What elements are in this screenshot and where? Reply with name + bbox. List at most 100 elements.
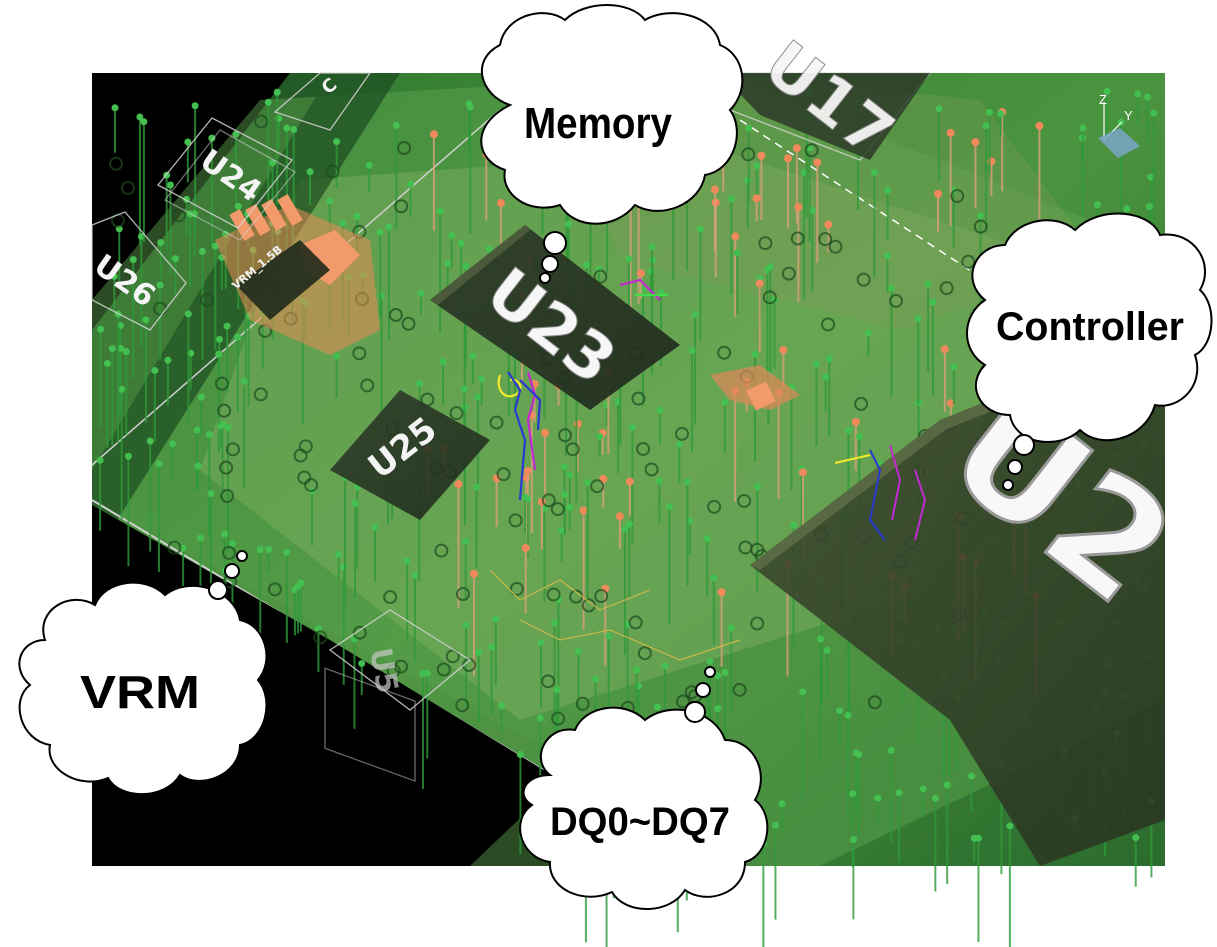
pad-ring: [325, 164, 340, 179]
via-head: [179, 544, 187, 552]
via-head: [197, 393, 205, 401]
via-head: [665, 503, 673, 511]
via-head: [653, 703, 661, 711]
pad-ring: [867, 695, 882, 710]
via-head: [784, 154, 793, 163]
pad-ring: [961, 254, 976, 269]
pad-ring: [172, 208, 187, 223]
via-head: [97, 325, 105, 333]
pad-ring: [386, 663, 401, 678]
pad-ring: [738, 540, 753, 555]
via-head: [596, 432, 604, 440]
via-head: [883, 252, 891, 260]
via-head: [122, 348, 130, 356]
pad-ring: [489, 415, 504, 430]
via-head: [219, 420, 227, 428]
via-head: [485, 245, 493, 253]
via-head: [733, 249, 741, 257]
via-head: [1079, 124, 1087, 132]
via-head: [844, 711, 852, 719]
via-head: [378, 292, 386, 300]
via-head: [855, 750, 863, 758]
callout-dq-label: DQ0~DQ7: [550, 800, 730, 844]
pad-ring: [394, 659, 409, 674]
via-head: [184, 138, 192, 146]
vrm-pads: [215, 194, 800, 411]
via-head: [151, 366, 159, 374]
via-head: [358, 659, 366, 667]
via-head: [703, 535, 711, 543]
via-head: [605, 632, 613, 640]
via-head: [140, 118, 148, 126]
via-head: [1123, 205, 1131, 213]
via-head: [625, 255, 633, 263]
via-head: [583, 261, 591, 269]
pad-ring: [434, 543, 449, 558]
via-head: [416, 380, 424, 388]
pad-ring: [508, 513, 523, 528]
via-head: [460, 385, 468, 393]
via-head: [454, 480, 463, 489]
pad-ring: [950, 189, 965, 204]
via-head: [727, 624, 735, 632]
via-head: [706, 657, 714, 665]
pad-ring: [200, 292, 215, 307]
via-head: [888, 284, 896, 292]
via-head: [96, 456, 104, 464]
via-head: [950, 363, 958, 371]
via-head: [851, 417, 860, 426]
chip-u25: [330, 390, 490, 520]
via-head: [523, 466, 532, 475]
via-head: [265, 545, 273, 553]
via-head: [683, 478, 691, 486]
via-head: [496, 199, 505, 208]
via-head: [111, 104, 119, 112]
via-head: [142, 316, 150, 324]
via-head: [813, 158, 822, 167]
pad-ring: [120, 180, 135, 195]
pad-ring: [644, 462, 659, 477]
via-head: [584, 479, 592, 487]
pad-ring: [394, 199, 409, 214]
via-head: [371, 523, 379, 531]
pad-ring: [109, 156, 124, 171]
via-head: [914, 315, 922, 323]
pad-ring: [546, 587, 561, 602]
via-head: [194, 462, 202, 470]
via-head: [215, 350, 223, 358]
via-head: [970, 834, 978, 842]
via-head: [164, 356, 172, 364]
via-head: [1134, 90, 1142, 98]
via-head: [812, 360, 820, 368]
pad-ring: [741, 147, 756, 162]
pad-ring: [888, 293, 903, 308]
via-head: [462, 621, 470, 629]
via-head: [721, 398, 729, 406]
pad-ring: [167, 540, 182, 555]
via-head: [283, 124, 291, 132]
via-head: [744, 177, 752, 185]
pad-ring: [637, 646, 652, 661]
via-head: [474, 393, 482, 401]
via-head: [205, 431, 213, 439]
via-head: [574, 648, 582, 656]
via-head: [731, 232, 740, 241]
via-head: [1094, 201, 1102, 209]
via-head: [475, 648, 483, 656]
via-head: [779, 346, 788, 355]
axis-z-label: Z: [1099, 92, 1107, 107]
via-head: [146, 437, 154, 445]
via-head: [444, 259, 452, 267]
via-head: [429, 130, 438, 139]
via-head: [755, 279, 764, 288]
via-head: [929, 298, 937, 306]
via-head: [124, 452, 132, 460]
via-head: [874, 794, 882, 802]
dq-traces-controller: [834, 444, 927, 541]
via-head: [129, 256, 137, 264]
pad-ring: [828, 239, 843, 254]
via-head: [198, 247, 206, 255]
via-head: [1147, 173, 1155, 181]
pad-ring: [541, 674, 556, 689]
via-head: [166, 181, 174, 189]
